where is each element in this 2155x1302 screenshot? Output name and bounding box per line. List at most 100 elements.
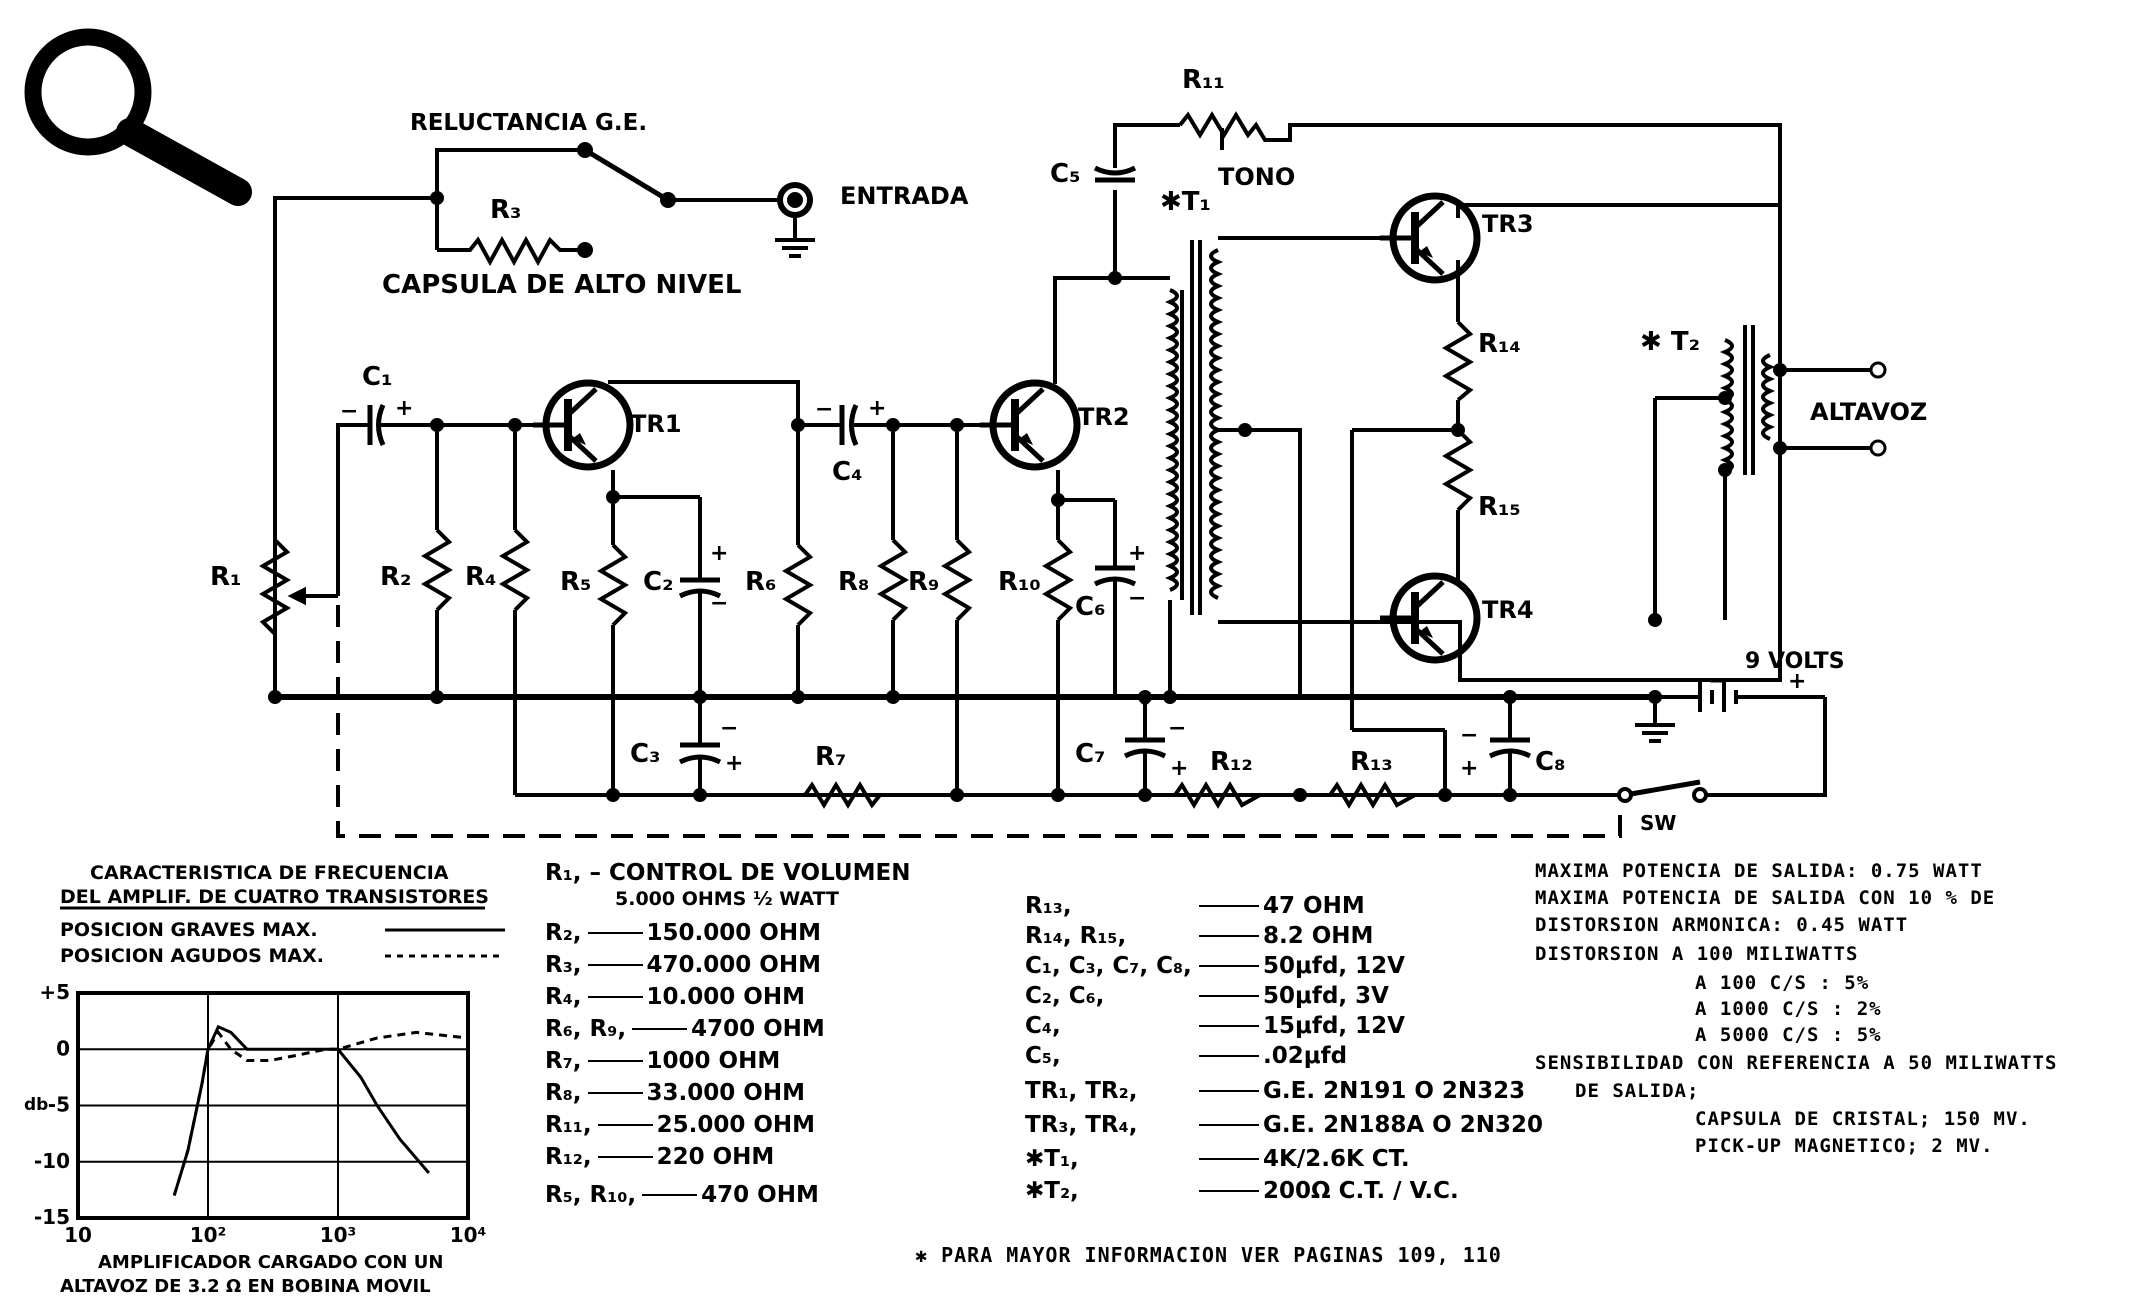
spec-line: MAXIMA POTENCIA DE SALIDA: 0.75 WATT xyxy=(1535,860,1983,882)
c5-label: C₅ xyxy=(1050,159,1080,189)
component-ref: R₅, R₁₀, xyxy=(545,1182,637,1208)
component-ref: ✱T₂, xyxy=(1025,1178,1079,1204)
r4-label: R₄ xyxy=(465,562,496,592)
component-value: 4K/2.6K CT. xyxy=(1263,1146,1410,1172)
component-ref: R₁₂, xyxy=(545,1144,592,1170)
series-agudos-line xyxy=(172,1029,469,1196)
r7-label: R₇ xyxy=(815,742,846,772)
frequency-chart: CARACTERISTICA DE FRECUENCIA DEL AMPLIF.… xyxy=(24,862,505,1297)
entrada-label: ENTRADA xyxy=(840,182,969,210)
component-row: R₁₄, R₁₅, 8.2 OHM xyxy=(1025,923,1373,949)
svg-text:+: + xyxy=(1788,669,1806,694)
leader-line xyxy=(1199,1190,1259,1192)
component-row: R₁, – CONTROL DE VOLUMEN xyxy=(545,860,910,886)
component-value: 4700 OHM xyxy=(691,1016,825,1042)
component-row: R₃,470.000 OHM xyxy=(545,952,821,978)
svg-text:+: + xyxy=(710,541,728,566)
component-value: 470.000 OHM xyxy=(646,952,821,978)
r5-label: R₅ xyxy=(560,567,591,597)
component-value: 8.2 OHM xyxy=(1263,923,1374,949)
capsula-label: CAPSULA DE ALTO NIVEL xyxy=(382,270,741,300)
leader-line xyxy=(1199,905,1259,907)
r8-label: R₈ xyxy=(838,567,869,597)
component-row: R₄,10.000 OHM xyxy=(545,984,805,1010)
component-ref: C₄, xyxy=(1025,1013,1061,1039)
r11-label: R₁₁ xyxy=(1182,65,1225,95)
leader-line xyxy=(1199,1055,1259,1057)
component-ref: R₈, xyxy=(545,1080,582,1106)
y-tick-label: 0 xyxy=(56,1036,70,1060)
svg-text:+: + xyxy=(395,396,413,421)
leader-line xyxy=(587,996,643,998)
component-value: G.E. 2N191 O 2N323 xyxy=(1263,1078,1526,1104)
magnifier-icon[interactable] xyxy=(24,28,252,206)
leader-line xyxy=(587,1092,643,1094)
component-ref: TR₁, TR₂, xyxy=(1025,1078,1138,1104)
leader-line xyxy=(1199,1090,1259,1092)
component-ref: R₄, xyxy=(545,984,582,1010)
component-row: R₂,150.000 OHM xyxy=(545,920,821,946)
component-ref: R₆, R₉, xyxy=(545,1016,627,1042)
r15-label: R₁₅ xyxy=(1478,492,1521,522)
y-tick-label: -10 xyxy=(34,1149,70,1173)
leader-line xyxy=(597,1124,653,1126)
component-row: R₆, R₉, 4700 OHM xyxy=(545,1016,825,1042)
spec-line: DISTORSION A 100 MILIWATTS xyxy=(1535,943,1859,965)
component-row: C₁, C₃, C₇, C₈,50μfd, 12V xyxy=(1025,953,1405,979)
component-ref: R₁, – CONTROL DE VOLUMEN xyxy=(545,860,911,886)
component-ref: 5.000 OHMS ½ WATT xyxy=(615,888,839,910)
tr4-label: TR4 xyxy=(1482,596,1534,624)
leader-line xyxy=(587,1060,643,1062)
reluctancia-label: RELUCTANCIA G.E. xyxy=(410,110,647,136)
leader-line xyxy=(642,1194,698,1196)
component-row: R₁₁,25.000 OHM xyxy=(545,1112,815,1138)
component-ref: R₇, xyxy=(545,1048,582,1074)
component-value: 50μfd, 12V xyxy=(1263,953,1405,979)
leader-line xyxy=(587,932,643,934)
component-value: 47 OHM xyxy=(1263,893,1365,919)
spec-line: A 100 C/S : 5% xyxy=(1695,972,1870,994)
r14-label: R₁₄ xyxy=(1478,329,1521,359)
chart-caption-line2: ALTAVOZ DE 3.2 Ω EN BOBINA MOVIL xyxy=(60,1276,431,1297)
chart-caption-line1: AMPLIFICADOR CARGADO CON UN xyxy=(98,1252,443,1273)
chart-title-line2: DEL AMPLIF. DE CUATRO TRANSISTORES xyxy=(60,886,489,908)
svg-text:+: + xyxy=(1128,541,1146,566)
spec-line: A 1000 C/S : 2% xyxy=(1695,998,1882,1020)
footnote: ✱ PARA MAYOR INFORMACION VER PAGINAS 109… xyxy=(915,1243,1502,1267)
tr1-label: TR1 xyxy=(630,410,682,438)
component-row: R₅, R₁₀,470 OHM xyxy=(545,1182,819,1208)
tr2-label: TR2 xyxy=(1078,403,1130,431)
spec-line: DISTORSION ARMONICA: 0.45 WATT xyxy=(1535,914,1909,936)
spec-line: SENSIBILIDAD CON REFERENCIA A 50 MILIWAT… xyxy=(1535,1052,2058,1074)
x-tick-label: 10⁴ xyxy=(450,1223,487,1247)
leader-line xyxy=(587,964,643,966)
leader-line xyxy=(1199,1124,1259,1126)
y-tick-label: -5 xyxy=(48,1093,70,1117)
leader-line xyxy=(1199,1158,1259,1160)
svg-text:−: − xyxy=(1708,669,1726,694)
spec-line: MAXIMA POTENCIA DE SALIDA CON 10 % DE xyxy=(1535,887,1996,909)
spec-line: PICK-UP MAGNETICO; 2 MV. xyxy=(1695,1135,1994,1157)
volts-label: 9 VOLTS xyxy=(1745,649,1845,674)
component-row: R₁₃, 47 OHM xyxy=(1025,893,1365,919)
tono-label: TONO xyxy=(1218,163,1295,191)
leader-line xyxy=(1199,935,1259,937)
component-value: 1000 OHM xyxy=(646,1048,781,1074)
component-row: C₂, C₆,50μfd, 3V xyxy=(1025,983,1389,1009)
component-value: 33.000 OHM xyxy=(646,1080,805,1106)
leader-line xyxy=(597,1156,653,1158)
component-row: ✱T₁,4K/2.6K CT. xyxy=(1025,1146,1410,1172)
svg-text:+: + xyxy=(1460,756,1478,781)
r12-label: R₁₂ xyxy=(1210,747,1253,777)
y-tick-label: -15 xyxy=(34,1205,70,1229)
leader-line xyxy=(1199,965,1259,967)
component-ref: R₁₃, xyxy=(1025,893,1072,919)
svg-text:−: − xyxy=(710,591,728,616)
svg-text:−: − xyxy=(1168,716,1186,741)
component-ref: R₁₄, R₁₅, xyxy=(1025,923,1127,949)
component-ref: TR₃, TR₄, xyxy=(1025,1112,1138,1138)
svg-text:−: − xyxy=(1460,723,1478,748)
component-value: 200Ω C.T. / V.C. xyxy=(1263,1178,1459,1204)
y-tick-label: +5 xyxy=(39,980,70,1004)
c8-label: C₈ xyxy=(1535,747,1565,777)
